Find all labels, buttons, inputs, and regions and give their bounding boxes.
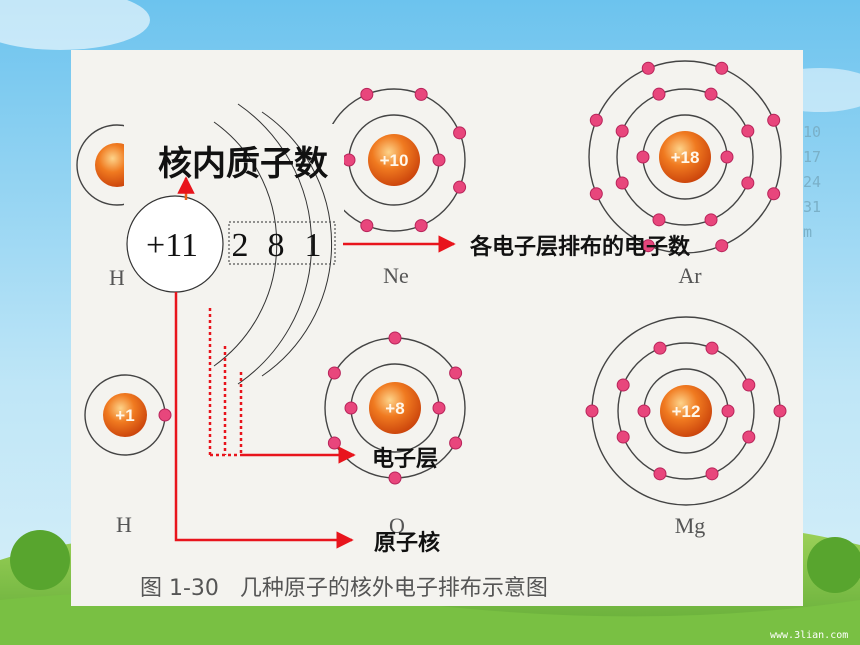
- nucleus-charge-label: +10: [380, 151, 409, 170]
- electron-shell-label: 电子层: [372, 447, 438, 472]
- electron-shell-connector: [208, 308, 356, 464]
- element-symbol-label: O: [389, 513, 405, 538]
- electron-dot: [344, 401, 358, 415]
- electron-dot: [715, 239, 729, 253]
- electron-dot: [616, 378, 630, 392]
- electron-dot: [360, 219, 374, 233]
- electron-dot: [615, 176, 629, 190]
- electron-dot: [449, 436, 463, 450]
- nucleus-label: 原子核: [374, 530, 440, 556]
- electron-dot: [715, 61, 729, 75]
- element-symbol-label: Ne: [383, 263, 409, 288]
- electron-dot: [721, 404, 735, 418]
- figure-caption: 图 1-30 几种原子的核外电子排布示意图: [140, 576, 548, 601]
- electron-dot: [327, 436, 341, 450]
- electron-shell-ring: [617, 342, 755, 480]
- element-symbol-label: Mg: [675, 513, 706, 538]
- nucleus-charge-label: +1: [115, 406, 134, 425]
- element-symbol-label: H: [116, 512, 132, 537]
- electron-counts-label: 各电子层排布的电子数: [469, 234, 691, 260]
- electron-dot: [742, 430, 756, 444]
- proton-count-label: 核内质子数: [158, 144, 328, 184]
- atom-nucleus: [368, 134, 420, 186]
- sodium-structure: +11 2 8 1: [126, 103, 336, 385]
- sodium-nucleus-label: +11: [146, 227, 198, 264]
- nucleus-arrow: [174, 292, 354, 549]
- electron-dot: [741, 124, 755, 138]
- atom-h: +1H: [84, 374, 172, 537]
- atom-nucleus: [660, 385, 712, 437]
- electron-dot: [641, 61, 655, 75]
- electron-dot: [652, 87, 666, 101]
- electron-dot: [453, 180, 467, 194]
- electron-dot: [704, 213, 718, 227]
- shell-count-3: 1: [305, 227, 322, 264]
- electron-dot: [360, 87, 374, 101]
- atom-o: +8O: [324, 331, 466, 538]
- shell-arc-1: [213, 121, 278, 367]
- electron-dot: [453, 126, 467, 140]
- electron-dot: [432, 401, 446, 415]
- electron-dot: [616, 430, 630, 444]
- electron-dot: [432, 153, 446, 167]
- nucleus-charge-label: +8: [385, 399, 404, 418]
- electron-dot: [767, 113, 781, 127]
- element-symbol-label: Ar: [678, 263, 702, 288]
- electron-dot: [641, 239, 655, 253]
- electron-shell-ring: [588, 60, 782, 254]
- electron-dot: [767, 187, 781, 201]
- shell-arc-2: [237, 103, 312, 385]
- electron-dot: [653, 341, 667, 355]
- side-number-4: 31: [803, 198, 821, 216]
- shell-count-2: 8: [268, 227, 285, 264]
- nucleus-charge-label: +18: [671, 148, 700, 167]
- atom-nucleus: [659, 131, 711, 183]
- electron-dot: [653, 467, 667, 481]
- electron-dot: [720, 150, 734, 164]
- watermark: www.3lian.com: [770, 630, 848, 641]
- electron-dot: [158, 408, 172, 422]
- electron-dot: [414, 219, 428, 233]
- electron-dot: [637, 404, 651, 418]
- electron-dot: [741, 176, 755, 190]
- electron-dot: [388, 471, 402, 485]
- electron-shell-ring: [616, 88, 754, 226]
- electron-dot: [742, 378, 756, 392]
- atom-nucleus: [369, 382, 421, 434]
- electron-dot: [327, 366, 341, 380]
- electron-dot: [705, 467, 719, 481]
- electron-dot: [704, 87, 718, 101]
- electron-dot: [585, 404, 599, 418]
- electron-dot: [342, 153, 356, 167]
- shell-numbers-box: [228, 221, 336, 265]
- nucleus-charge-label: +12: [672, 402, 701, 421]
- electron-dot: [705, 341, 719, 355]
- electron-dot: [652, 213, 666, 227]
- electron-dot: [636, 150, 650, 164]
- side-number-2: 17: [803, 148, 821, 166]
- shell-count-1: 2: [232, 227, 249, 264]
- electron-dot: [449, 366, 463, 380]
- electron-dot: [615, 124, 629, 138]
- shell-arc-3: [261, 111, 333, 377]
- side-number-5: m: [803, 223, 812, 241]
- electron-dot: [414, 87, 428, 101]
- electron-dot: [773, 404, 787, 418]
- element-symbol-label: H: [109, 265, 125, 290]
- electron-dot: [589, 113, 603, 127]
- electron-dot: [589, 187, 603, 201]
- electron-dot: [388, 331, 402, 345]
- side-number-1: 10: [803, 123, 821, 141]
- side-number-3: 24: [803, 173, 821, 191]
- atom-nucleus: [103, 393, 147, 437]
